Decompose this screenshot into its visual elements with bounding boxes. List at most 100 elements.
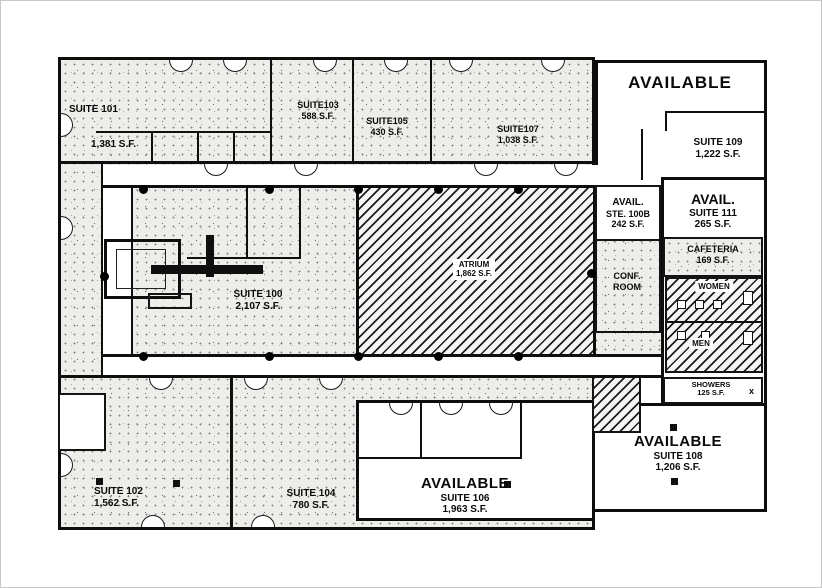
column-marker: [354, 185, 363, 194]
room-cafeteria: [663, 237, 763, 277]
suite-108-name: SUITE 108: [653, 450, 703, 462]
wall: [233, 131, 235, 162]
counter: [206, 235, 214, 277]
suite-102-label: SUITE 102 1,562 S.F.: [94, 486, 143, 510]
suite-108-label: AVAILABLE SUITE 108 1,206 S.F.: [634, 433, 722, 474]
wall: [58, 375, 661, 378]
suite-111-label: AVAIL. SUITE 111 265 S.F.: [689, 191, 737, 231]
ste-100b-status: AVAIL.: [612, 197, 644, 208]
men-name: MEN: [689, 338, 713, 350]
cafeteria-area: 169 S.F.: [696, 254, 730, 265]
wall: [299, 187, 301, 259]
corridor-south: [101, 357, 661, 375]
wall: [270, 57, 272, 163]
suite-106-label: AVAILABLE SUITE 106 1,963 S.F.: [421, 475, 509, 516]
column-marker: [265, 352, 274, 361]
room-conf: [595, 239, 661, 333]
column-marker: [354, 352, 363, 361]
wall: [101, 185, 358, 188]
plan-mark: [670, 424, 677, 431]
wall: [197, 131, 199, 162]
restroom-fixture: [695, 300, 704, 309]
showers-area: 125 S.F.: [697, 387, 725, 397]
suite-104-name: SUITE 104: [286, 488, 336, 499]
restroom-divider-wall: [667, 321, 761, 323]
ste-100b-label: AVAIL. STE. 100B 242 S.F.: [606, 197, 650, 230]
column-marker: [514, 352, 523, 361]
suite-100-label: SUITE 100 2,107 S.F.: [234, 289, 283, 313]
wall: [187, 257, 301, 259]
column-marker: [587, 269, 596, 278]
wall: [151, 131, 153, 162]
column-marker: [434, 352, 443, 361]
wall: [641, 129, 643, 180]
suite-105-label: SUITE105 430 S.F.: [366, 116, 408, 137]
suite-107-label: SUITE107 1,038 S.F.: [497, 124, 539, 145]
women-label: WOMEN: [695, 281, 733, 293]
room-restrooms: [665, 277, 763, 373]
showers-name: SHOWERS: [691, 380, 731, 389]
suite-103-label: SUITE103 588 S.F.: [297, 100, 339, 121]
column-marker: [139, 352, 148, 361]
room-ste-100b: [595, 185, 661, 241]
wall: [230, 377, 233, 529]
stair-southwest: [58, 393, 106, 451]
wall: [420, 400, 422, 458]
suite-107-name: SUITE107: [497, 124, 539, 134]
wall: [96, 131, 271, 133]
suite-102-area: 1,562 S.F.: [94, 497, 140, 509]
suite-100-name: SUITE 100: [233, 289, 283, 300]
suite-101-name: SUITE 101: [69, 104, 118, 115]
cafeteria-label: CAFETERIA 169 S.F.: [687, 244, 739, 265]
men-label: MEN: [689, 338, 713, 350]
suite-102-name: SUITE 102: [94, 486, 143, 497]
casework: [148, 293, 192, 309]
plan-mark: [173, 480, 180, 487]
suite-101-area: 1,381 S.F.: [91, 139, 137, 150]
suite-109-name: SUITE 109: [693, 137, 743, 148]
atrium-name: ATRIUM: [458, 260, 490, 269]
suite-106-area: 1,963 S.F.: [442, 504, 488, 516]
suite-103-area: 588 S.F.: [301, 110, 335, 121]
shower-x-mark: x: [749, 386, 755, 396]
suite-106-status: AVAILABLE: [420, 475, 510, 492]
wall: [430, 57, 432, 163]
wall: [666, 111, 764, 113]
stair-southeast: [592, 375, 641, 433]
room-showers: [663, 377, 763, 404]
conf-room-name-bottom: ROOM: [613, 281, 641, 292]
suite-108-area: 1,206 S.F.: [655, 462, 701, 474]
conf-room-label: CONF. ROOM: [613, 271, 641, 292]
restroom-fixture: [677, 300, 686, 309]
suite-104-label: SUITE 104 780 S.F.: [287, 488, 336, 512]
suite-106-name: SUITE 106: [440, 492, 490, 504]
conf-room-name-top: CONF.: [613, 271, 641, 281]
column-marker: [434, 185, 443, 194]
wall: [101, 354, 661, 357]
suite-103-name: SUITE103: [297, 100, 339, 110]
wall: [131, 187, 133, 357]
atrium-label: ATRIUM 1,862 S.F.: [452, 259, 496, 280]
suite-107-area: 1,038 S.F.: [497, 134, 539, 145]
counter: [151, 265, 263, 274]
suite-105-name: SUITE105: [366, 116, 408, 126]
wall: [101, 161, 103, 377]
suite-111-status: AVAIL.: [691, 191, 735, 207]
available-top-right-label: AVAILABLE: [628, 73, 732, 92]
restroom-fixture: [743, 331, 753, 345]
plan-mark: [504, 481, 511, 488]
corridor-north: [101, 165, 661, 187]
column-marker: [514, 185, 523, 194]
wall: [352, 57, 354, 163]
wall: [356, 457, 522, 459]
column-marker: [139, 185, 148, 194]
column-marker: [100, 272, 109, 281]
room-available-top-right: [595, 60, 767, 180]
suite-101-label: SUITE 101: [69, 104, 118, 116]
restroom-fixture: [713, 300, 722, 309]
suite-105-area: 430 S.F.: [370, 126, 404, 137]
atrium-area: 1,862 S.F.: [455, 269, 493, 279]
column-marker: [265, 185, 274, 194]
women-name: WOMEN: [695, 281, 733, 293]
